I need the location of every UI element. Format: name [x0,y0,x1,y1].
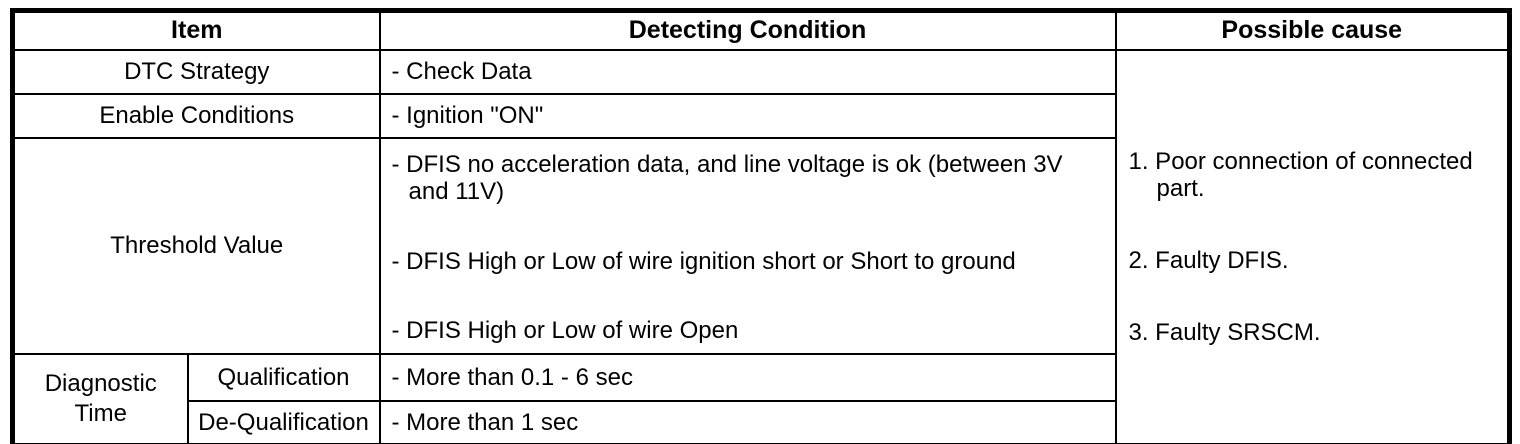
de-qualification-label: De-Qualification [186,399,381,444]
possible-cause-item-2: 2. Faulty DFIS. [1128,246,1289,274]
threshold-condition-3: - DFIS High or Low of wire Open [391,317,739,345]
header-row: Item Detecting Condition Possible cause [11,9,1511,51]
header-possible-cause: Possible cause [1114,9,1511,51]
possible-cause-item-1: 1. Poor connection of connected part. [1128,147,1473,203]
threshold-bullet-list: - DFIS no acceleration data, and line vo… [392,151,1107,345]
row-enable-conditions: Enable Conditions - Ignition "ON" [11,92,1510,139]
threshold-condition-1: - DFIS no acceleration data, and line vo… [391,150,1063,206]
enable-conditions-label: Enable Conditions [11,92,381,139]
possible-cause-list: 1. Poor connection of connected part. 2.… [1129,148,1500,346]
threshold-value-label: Threshold Value [11,136,381,355]
de-qualification-condition: - More than 1 sec [378,399,1117,444]
header-detecting-condition: Detecting Condition [378,9,1117,51]
row-dtc-strategy: DTC Strategy - Check Data 1. Poor connec… [11,48,1511,444]
dtc-strategy-label: DTC Strategy [11,48,381,95]
diagnostic-time-label-cell: Diagnostic Time [11,352,189,444]
row-de-qualification: De-Qualification - More than 1 sec [13,399,1510,444]
row-threshold-value: Threshold Value - DFIS no acceleration d… [11,136,1510,355]
diagnostic-time-label: Diagnostic Time [44,370,157,428]
dtc-spec-table: Item Detecting Condition Possible cause … [10,8,1512,444]
row-qualification: Diagnostic Time Qualification - More tha… [11,352,1510,444]
qualification-condition: - More than 0.1 - 6 sec [378,352,1117,402]
possible-cause-item-3: 3. Faulty SRSCM. [1128,318,1321,346]
threshold-value-conditions: - DFIS no acceleration data, and line vo… [378,136,1117,355]
threshold-condition-2: - DFIS High or Low of wire ignition shor… [391,247,1016,275]
qualification-label: Qualification [186,352,381,402]
enable-conditions-condition: - Ignition "ON" [378,92,1117,139]
header-item: Item [11,9,381,51]
possible-cause-cell: 1. Poor connection of connected part. 2.… [1114,48,1511,444]
dtc-strategy-condition: - Check Data [378,48,1117,95]
